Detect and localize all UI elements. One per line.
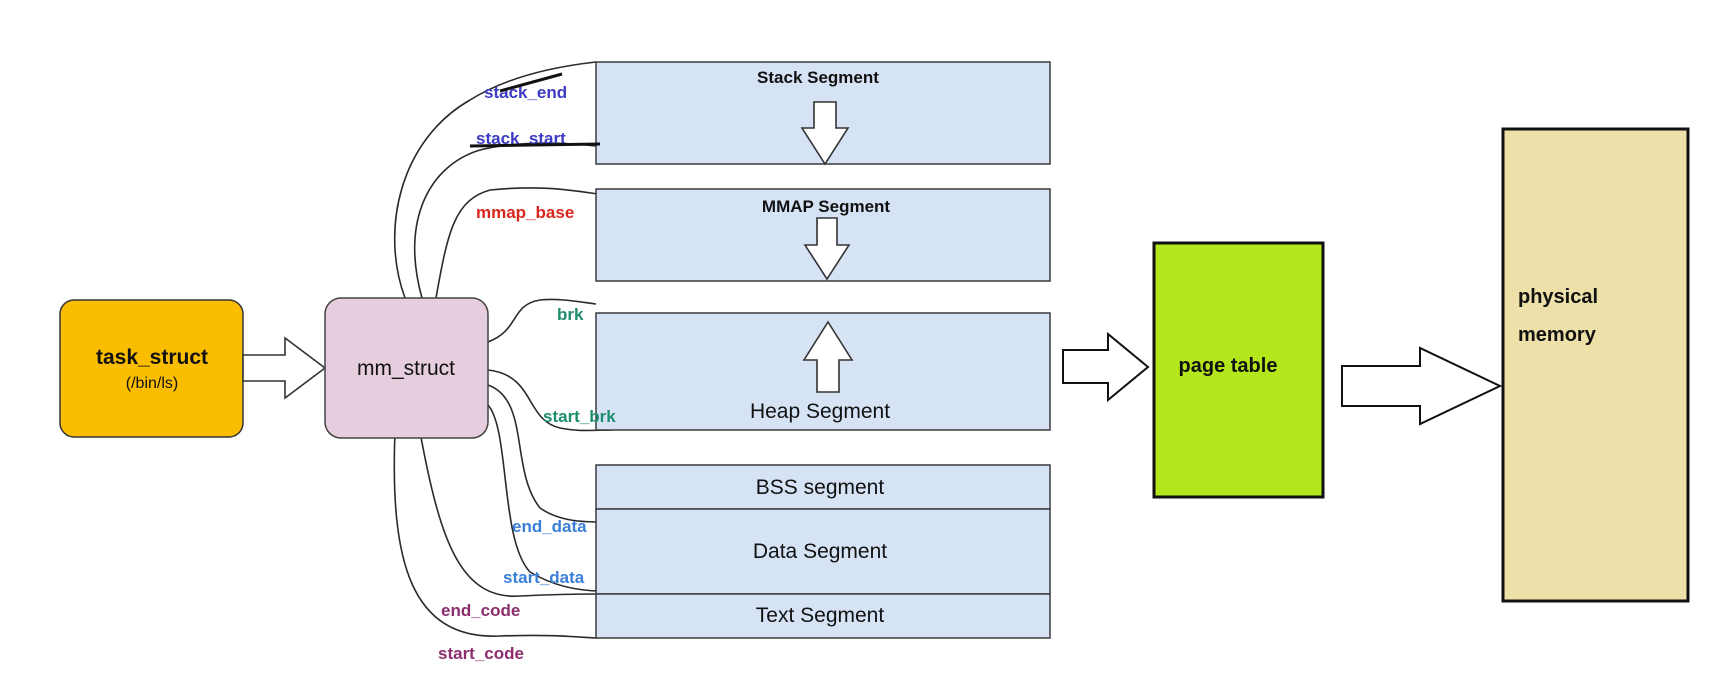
address-space-segments: Stack Segment MMAP Segment Heap Segment … [595,61,1051,639]
stack-end-underline [499,72,563,93]
physical-memory-line2: memory [1518,324,1597,346]
segments-to-pagetable-arrow-icon [1062,331,1150,403]
wire-stack-end [393,61,597,299]
stack-start-underline [469,142,601,148]
wire-start-data [487,404,603,592]
brk-label: brk [557,305,584,324]
wire-start-code [393,431,599,639]
wire-end-code [419,431,601,597]
start-code-label: start_code [438,644,524,663]
mmap-grow-down-arrow-icon [803,217,851,281]
pointer-labels: stack_end stack_start mmap_base brk star… [438,72,616,663]
stack-grow-down-arrow-icon [800,101,850,166]
data-segment-title: Data Segment [753,540,887,563]
heap-segment-title: Heap Segment [750,400,890,423]
task-struct-title: task_struct [96,346,208,369]
mm-struct-box [324,297,489,439]
stack-segment-title: Stack Segment [757,68,879,87]
pointer-wires [393,61,613,639]
mmap-base-label: mmap_base [476,203,574,222]
page-table-title: page table [1179,355,1278,377]
page-table-box [1152,241,1325,499]
start-data-label: start_data [503,568,585,587]
page-table-node: page table [1152,241,1325,499]
stack-start-label: stack_start [476,129,566,148]
stack-end-label: stack_end [484,83,567,102]
start-brk-label: start_brk [543,407,616,426]
heap-grow-up-arrow-icon [802,320,854,393]
wire-mmap-base [435,187,599,299]
physical-memory-box [1501,127,1690,603]
mmap-segment-title: MMAP Segment [762,197,890,216]
wire-end-data [487,384,603,523]
text-segment-box [595,593,1051,639]
mm-struct-title: mm_struct [357,357,455,380]
mm-struct-node: mm_struct [324,297,489,439]
pagetable-to-physical-arrow-icon [1341,346,1503,426]
task-struct-subtitle: (/bin/ls) [126,375,178,392]
physical-memory-line1: physical [1518,286,1598,308]
wire-start-brk [487,369,613,432]
physical-memory-node: physical memory [1501,127,1690,603]
end-data-label: end_data [512,517,587,536]
task-struct-node: task_struct (/bin/ls) [59,299,244,438]
bss-segment-title: BSS segment [756,476,885,499]
text-segment-title: Text Segment [756,604,885,627]
wire-brk [487,298,597,343]
end-code-label: end_code [441,601,520,620]
task-to-mm-arrow-icon [242,336,327,400]
